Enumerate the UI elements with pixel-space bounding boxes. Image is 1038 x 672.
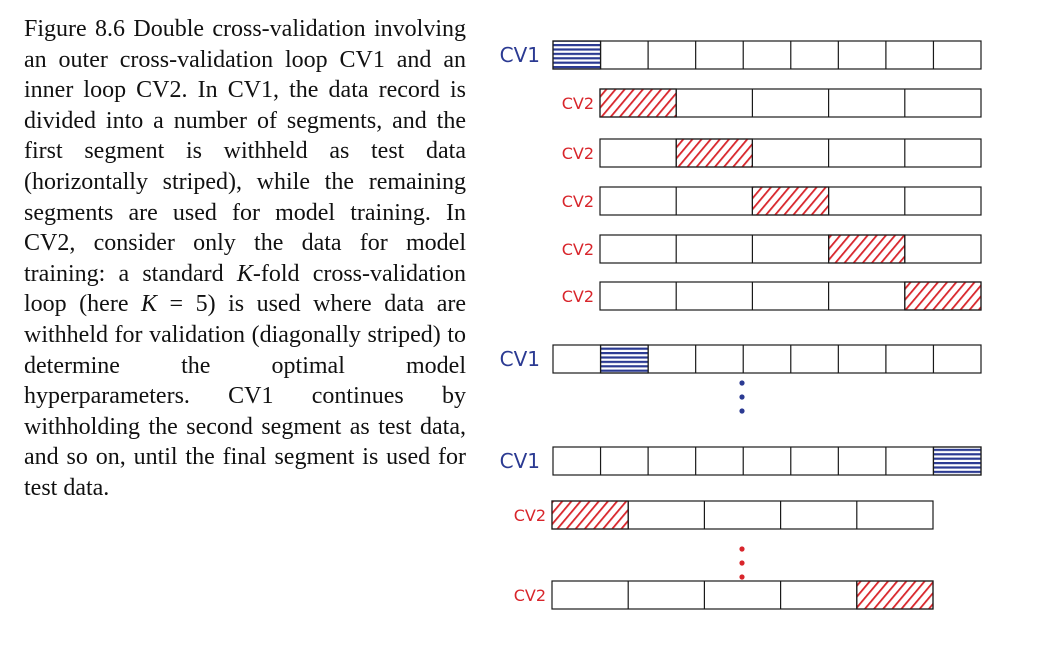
bar-outline [599, 138, 982, 168]
ellipsis-dot [739, 394, 745, 400]
cv1-label: CV1 [500, 449, 540, 473]
equals-sign: = [157, 291, 196, 318]
ellipsis-dot [739, 560, 745, 566]
cv2-label: CV2 [514, 506, 546, 525]
k-value: 5 [195, 291, 208, 318]
caption-text-part3: ) is used where data are withheld for va… [24, 291, 466, 501]
k-symbol: K [236, 260, 253, 287]
figure-label: Figure 8.6 [24, 16, 126, 42]
cv-row: CV2 [562, 234, 982, 264]
cv-row: CV1 [500, 40, 982, 70]
bar-outline [599, 234, 982, 264]
validation-segment [599, 88, 677, 118]
caption-text-part1: Double cross-validation involving an out… [24, 16, 466, 287]
validation-segment [904, 281, 982, 311]
cv1-label: CV1 [500, 347, 540, 371]
caption-text-part2: -fold cross-validation loop (here [24, 260, 466, 318]
ellipsis-dot [739, 380, 745, 386]
cv-row: CV1 [500, 446, 982, 476]
cv-row: CV2 [562, 186, 982, 216]
figure-caption: Figure 8.6 Double cross-validation invol… [24, 14, 466, 504]
cv2-label: CV2 [562, 240, 594, 259]
validation-segment [828, 234, 906, 264]
validation-segment [551, 500, 629, 530]
cv2-label: CV2 [514, 586, 546, 605]
cv1-label: CV1 [500, 43, 540, 67]
cv-row: CV2 [514, 580, 934, 610]
bar-outline [552, 446, 982, 476]
ellipsis-dot [739, 408, 745, 414]
cv-row: CV2 [562, 88, 982, 118]
cv2-label: CV2 [562, 94, 594, 113]
bar-outline [552, 40, 982, 70]
ellipsis-dot [739, 546, 745, 552]
cv-row: CV2 [514, 500, 934, 530]
cv2-label: CV2 [562, 192, 594, 211]
validation-segment [751, 186, 830, 216]
test-segment [552, 40, 602, 70]
test-segment [932, 446, 982, 476]
cv-row: CV1 [500, 344, 982, 374]
ellipsis-dot [739, 574, 745, 580]
ellipsis-outer [739, 380, 745, 414]
ellipsis-inner [739, 546, 745, 580]
validation-segment [675, 138, 753, 168]
test-segment [599, 344, 649, 374]
cv-row: CV2 [562, 138, 982, 168]
cv2-label: CV2 [562, 287, 594, 306]
cv2-label: CV2 [562, 144, 594, 163]
validation-segment [856, 580, 934, 610]
k-symbol-2: K [140, 291, 157, 318]
cv-row: CV2 [562, 281, 982, 311]
